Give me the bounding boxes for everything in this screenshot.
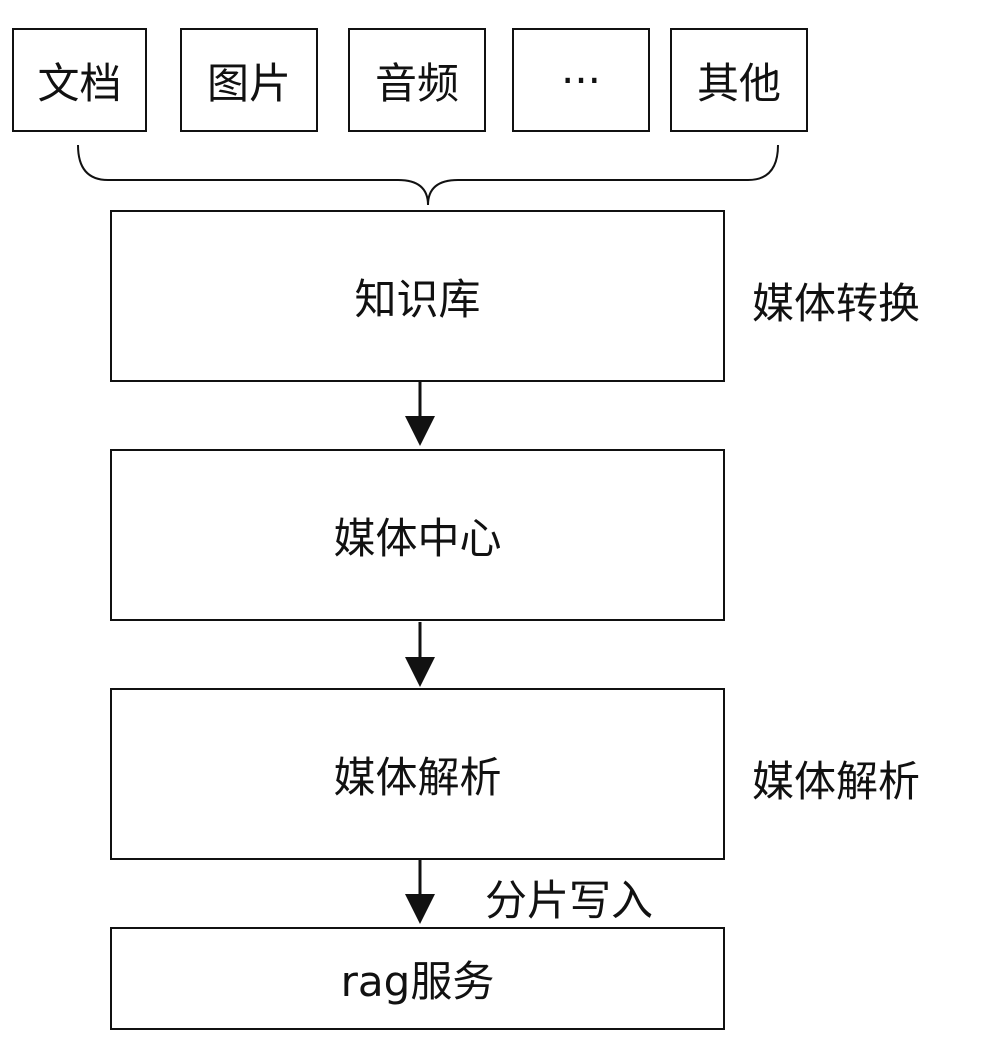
- source-document-label: 文档: [37, 58, 122, 108]
- knowledge-base-label: 知识库: [354, 274, 481, 324]
- source-more: ···: [512, 28, 650, 132]
- media-parsing-side-label: 媒体解析: [752, 757, 921, 806]
- shard-write-edge-label: 分片写入: [485, 876, 654, 925]
- source-audio: 音频: [348, 28, 486, 132]
- source-image-label: 图片: [206, 58, 291, 108]
- source-more-label: ···: [560, 55, 602, 105]
- media-center-node: 媒体中心: [110, 449, 725, 621]
- knowledge-base-node: 知识库: [110, 210, 725, 382]
- source-brace: [77, 144, 779, 206]
- source-document: 文档: [12, 28, 147, 132]
- source-other: 其他: [670, 28, 808, 132]
- media-parsing-label: 媒体解析: [333, 752, 502, 802]
- media-parsing-node: 媒体解析: [110, 688, 725, 860]
- source-other-label: 其他: [696, 58, 781, 108]
- rag-service-node: rag服务: [110, 927, 725, 1030]
- rag-service-label: rag服务: [340, 957, 495, 1006]
- media-conversion-side-label: 媒体转换: [752, 279, 921, 328]
- media-center-label: 媒体中心: [333, 513, 502, 563]
- source-audio-label: 音频: [374, 58, 459, 108]
- source-image: 图片: [180, 28, 318, 132]
